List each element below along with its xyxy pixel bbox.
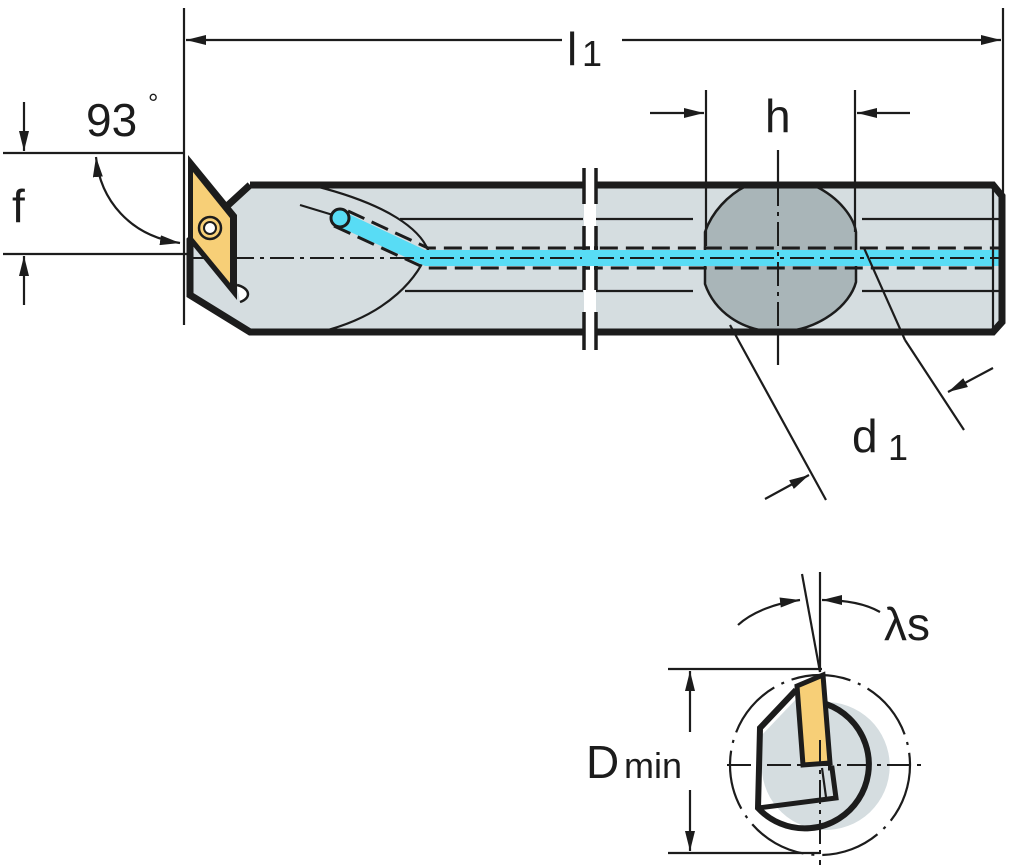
lambda-s-symbol: λs — [884, 598, 930, 650]
l1-symbol: l — [567, 23, 577, 75]
coolant-inlet — [329, 207, 351, 229]
coolant-inlet-line — [299, 203, 334, 217]
h-symbol: h — [765, 90, 791, 142]
d1-subscript: 1 — [888, 427, 908, 468]
dmin-subscript: min — [624, 745, 682, 786]
end-view: λs D min — [586, 572, 930, 865]
cutting-insert — [188, 155, 250, 304]
approach-angle-unit: ° — [148, 88, 158, 118]
coolant-channel — [335, 210, 1002, 266]
approach-angle-value: 93 — [86, 94, 137, 146]
dimension-l1: l 1 — [182, 8, 1005, 325]
dimension-h: h — [650, 90, 910, 365]
dimension-f: f — [3, 102, 188, 305]
l1-subscript: 1 — [582, 33, 602, 74]
dmin-symbol: D — [586, 736, 619, 788]
side-view — [186, 155, 1006, 350]
dimension-angle-93: 93 ° — [86, 88, 181, 246]
end-view-insert — [794, 671, 833, 768]
d1-symbol: d — [852, 410, 878, 462]
f-symbol: f — [12, 180, 25, 232]
dimension-d1: d 1 — [729, 247, 994, 501]
